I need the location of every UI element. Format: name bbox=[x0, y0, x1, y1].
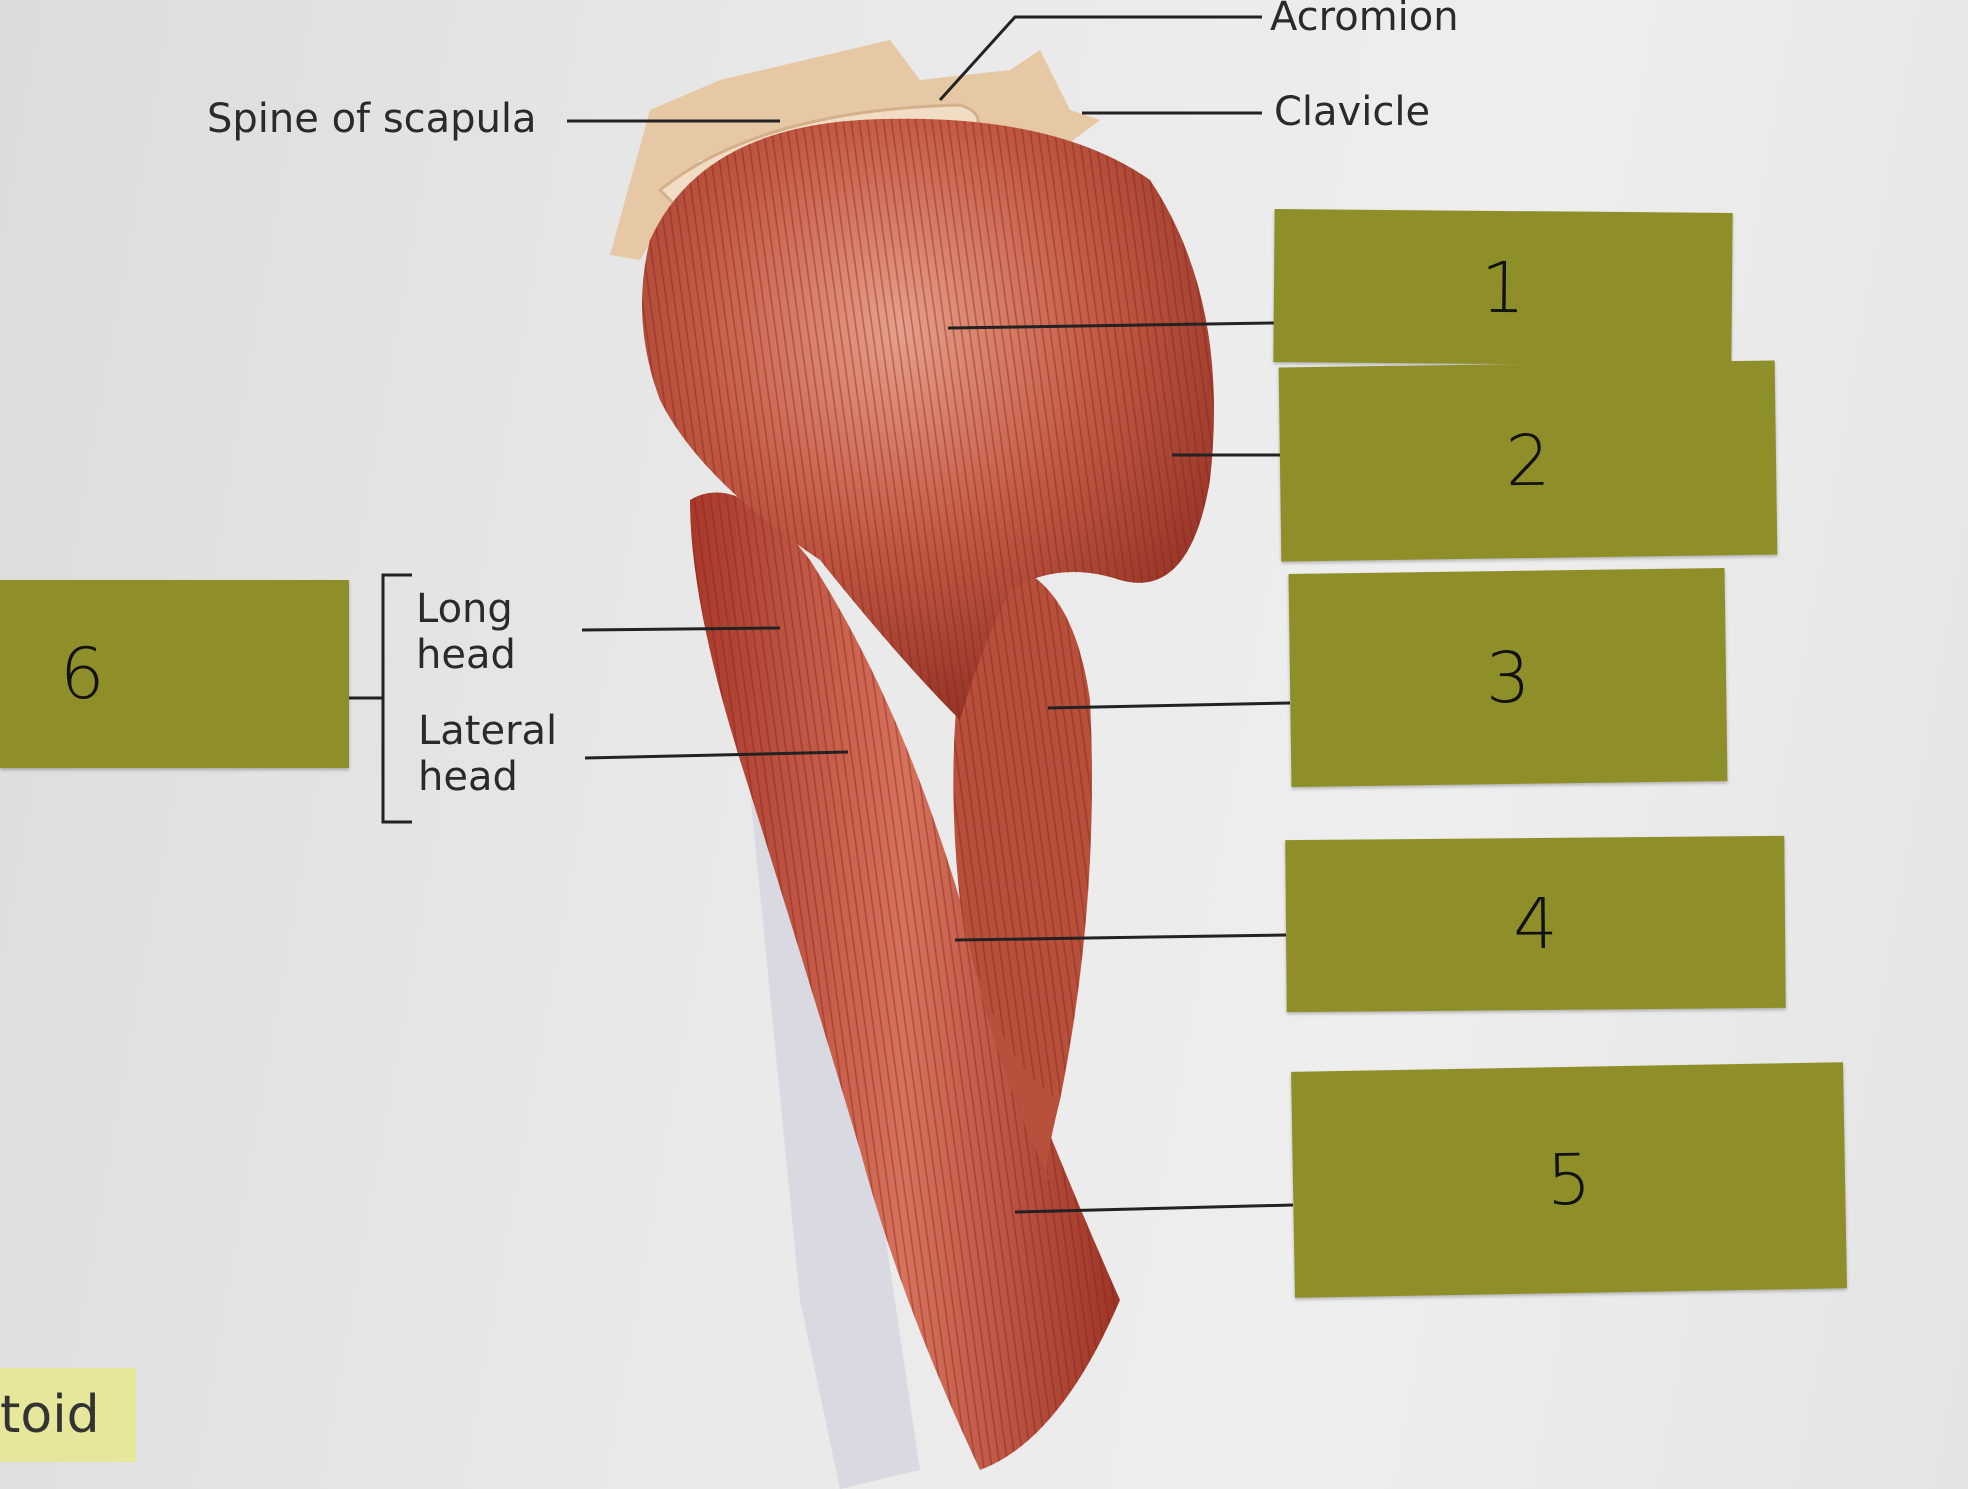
bracket bbox=[381, 573, 412, 824]
acromion-leader bbox=[938, 15, 1262, 102]
lateral-head-leader bbox=[584, 750, 849, 760]
leader-4 bbox=[954, 933, 1287, 942]
sticky-note-4: 4 bbox=[1285, 835, 1786, 1013]
leader-lines bbox=[349, 15, 1294, 1214]
leader-3 bbox=[1047, 701, 1291, 710]
label-long-head: Long head bbox=[416, 586, 516, 678]
label-acromion: Acromion bbox=[1270, 0, 1459, 40]
label-lateral-head: Lateral head bbox=[418, 708, 558, 800]
sticky-note-1: 1 bbox=[1273, 209, 1733, 366]
sticky-note-5: 5 bbox=[1291, 1062, 1847, 1298]
long-head-leader bbox=[581, 626, 781, 632]
scapula-bone bbox=[610, 40, 1100, 260]
leader-5 bbox=[1014, 1203, 1294, 1214]
label-spine-of-scapula: Spine of scapula bbox=[207, 96, 537, 142]
sticky-note-6: 6 bbox=[0, 580, 349, 768]
triceps-tendon bbox=[745, 740, 920, 1489]
label-clavicle: Clavicle bbox=[1274, 89, 1431, 135]
sticky-note-3: 3 bbox=[1288, 567, 1728, 788]
leader-1 bbox=[947, 321, 1275, 330]
sticky-note-2: 2 bbox=[1278, 360, 1778, 562]
partial-label-toid: toid bbox=[0, 1368, 136, 1462]
